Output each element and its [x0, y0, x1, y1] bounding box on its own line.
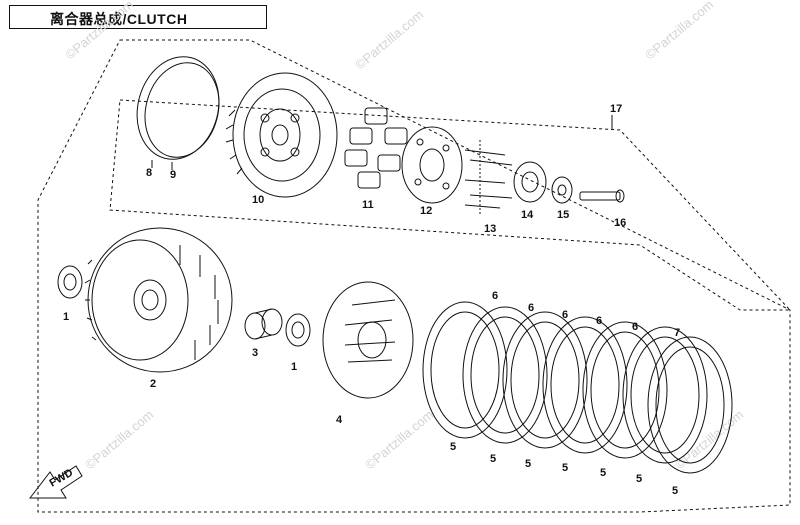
callout-6-steel-plate: 6 — [492, 290, 498, 302]
pressure-plate-part — [401, 126, 463, 204]
push-rod-part — [579, 189, 625, 203]
diagram-title: 离合器总成/CLUTCH — [50, 11, 188, 27]
callout-5-friction-plate: 5 — [600, 467, 606, 479]
callout-5-friction-plate: 5 — [672, 485, 678, 497]
bolts-part — [464, 140, 513, 215]
callout-8-ring: 8 — [146, 167, 152, 179]
callout-5-friction-plate: 5 — [525, 458, 531, 470]
callout-16-push-rod: 16 — [614, 217, 626, 229]
callout-5-friction-plate: 5 — [450, 441, 456, 453]
callout-15-bearing: 15 — [557, 209, 569, 221]
callout-6-steel-plate: 6 — [596, 315, 602, 327]
thrust-washer-part — [57, 265, 83, 299]
clutch-springs-part — [344, 107, 408, 189]
callout-4-center-hub: 4 — [336, 414, 343, 426]
title-box: 离合器总成/CLUTCH — [9, 5, 267, 29]
watermark-text: ©Partzilla.com — [62, 0, 136, 62]
assembly-boundary — [37, 39, 791, 513]
callout-9-ring: 9 — [170, 169, 176, 181]
callout-2-clutch-housing: 2 — [150, 378, 156, 390]
thrust-washer-part — [285, 313, 311, 347]
callout-13-bolts: 13 — [484, 223, 496, 235]
watermark-text: ©Partzilla.com — [352, 7, 426, 72]
bearing-large-part — [513, 161, 547, 203]
watermarks: ©Partzilla.com ©Partzilla.com ©Partzilla… — [62, 0, 746, 472]
callout-17-assembly: 17 — [610, 103, 622, 115]
callout-6-steel-plate: 6 — [562, 309, 568, 321]
center-hub-part — [322, 281, 414, 399]
callout-10-clutch-hub: 10 — [252, 194, 264, 206]
clutch-housing-part — [84, 227, 233, 373]
callout-3-bushing: 3 — [252, 347, 258, 359]
watermark-text: ©Partzilla.com — [362, 407, 436, 472]
callout-5-friction-plate: 5 — [636, 473, 642, 485]
callout-12-pressure-plate: 12 — [420, 205, 432, 217]
snap-ring-part — [136, 56, 220, 170]
clutch-hub-part — [225, 72, 338, 198]
bearing-small-part — [551, 176, 573, 204]
callout-1-washer: 1 — [63, 311, 69, 323]
callout-5-friction-plate: 5 — [490, 453, 496, 465]
bushing-part — [244, 308, 283, 340]
fwd-label: FWD — [48, 467, 76, 490]
upper-group-outline — [109, 99, 792, 311]
callout-11-springs: 11 — [362, 199, 374, 211]
callout-14-bearing: 14 — [521, 209, 534, 221]
watermark-text: ©Partzilla.com — [82, 407, 156, 472]
callout-6-steel-plate: 6 — [632, 321, 638, 333]
watermark-text: ©Partzilla.com — [642, 0, 716, 62]
callout-7-plate: 7 — [674, 327, 680, 339]
callout-5-friction-plate: 5 — [562, 462, 568, 474]
clutch-plates-stack — [422, 301, 733, 474]
callout-1-washer: 1 — [291, 361, 297, 373]
callout-6-steel-plate: 6 — [528, 302, 534, 314]
